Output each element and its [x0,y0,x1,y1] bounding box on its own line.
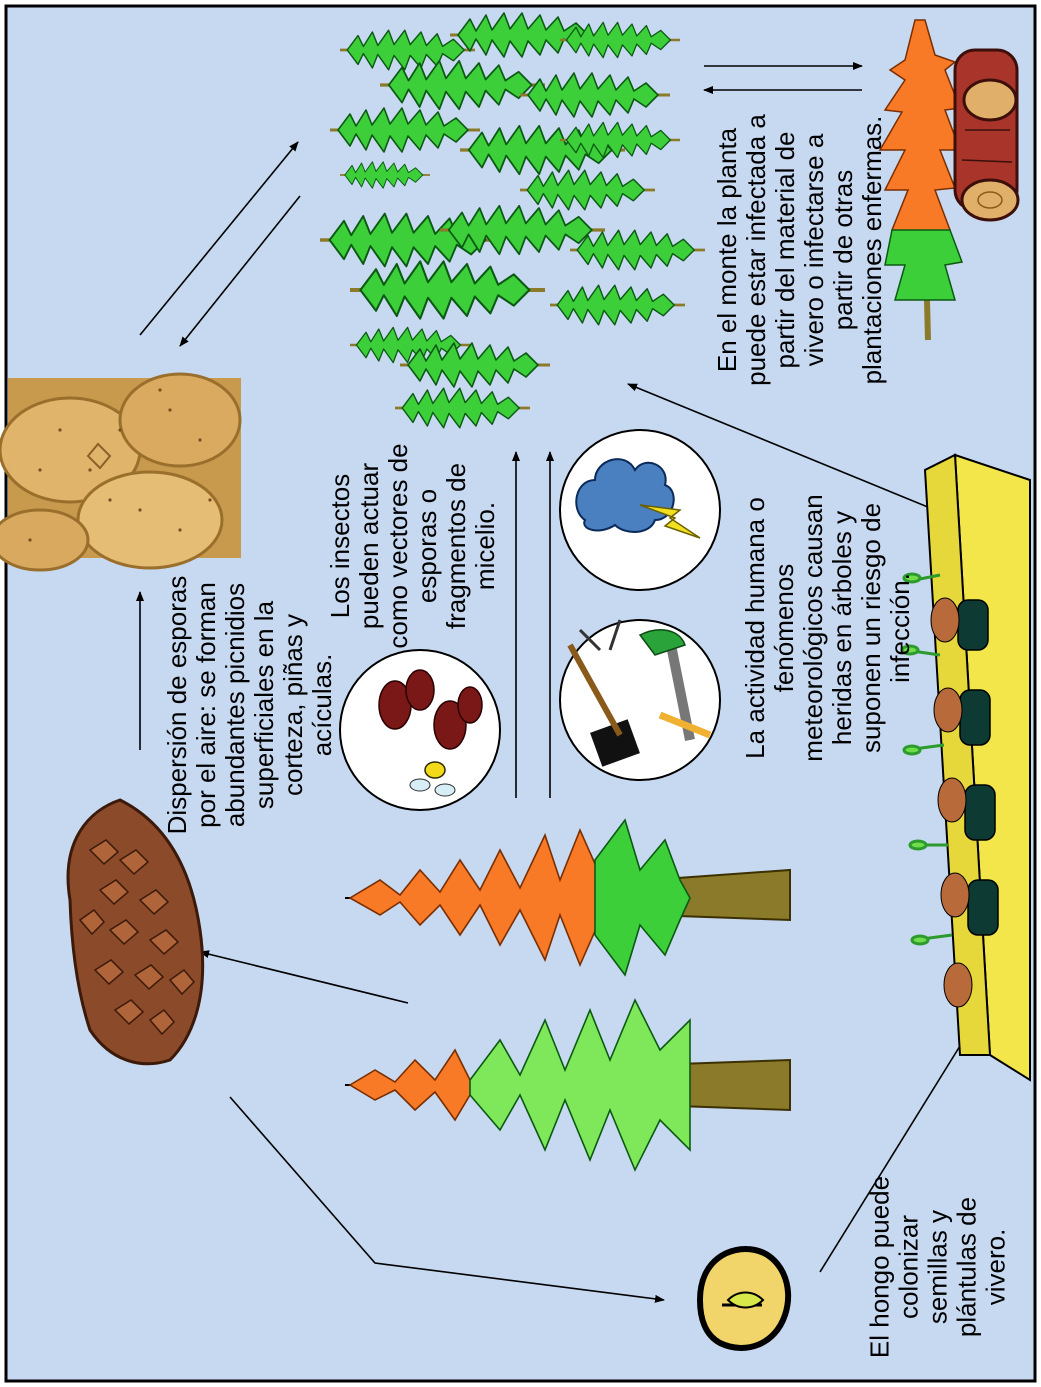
caption-line: infección. [886,494,915,761]
bark-closeup-icon [0,374,241,570]
caption-line: suponen un riesgo de [857,494,886,761]
caption-line: por el aire: se forman [192,576,221,835]
caption-line: Los insectos [326,443,355,648]
pruning-tools-icon [560,620,720,780]
caption-line: abundantes picnidios [221,576,250,835]
caption-line: superficiales en la [250,576,279,835]
caption-line: vivero. [982,1176,1011,1358]
caption-line: partir de otras [829,114,858,386]
caption-line: fragmentos de [442,443,471,648]
caption-line: En el monte la planta [713,114,742,386]
storm-cloud-icon [560,430,720,590]
caption-line: colonizar [895,1176,924,1358]
caption-line: El hongo puede [866,1176,895,1358]
caption-line: plántulas de [953,1176,982,1358]
caption-line: corteza, piñas y [279,576,308,835]
caption-line: plantaciones enfermas. [858,114,887,386]
caption-line: esporas o [413,443,442,648]
caption-line: como vectores de [384,443,413,648]
caption-line: Dispersión de esporas [163,576,192,835]
caption-line: heridas en árboles y [828,494,857,761]
caption-line: pueden actuar [355,443,384,648]
caption-line: fenómenos [770,494,799,761]
caption-line: La actividad humana o [741,494,770,761]
log-icon [955,50,1018,220]
caption-line: micelio. [471,443,500,648]
caption-line: vivero o infectarse a [800,114,829,386]
seed-icon [700,1249,788,1348]
caption-line: semillas y [924,1176,953,1358]
caption-line: meteorológicos causan [799,494,828,761]
caption-line: partir del material de [771,114,800,386]
insects-icon [340,650,500,810]
caption-line: puede estar infectada a [742,114,771,386]
